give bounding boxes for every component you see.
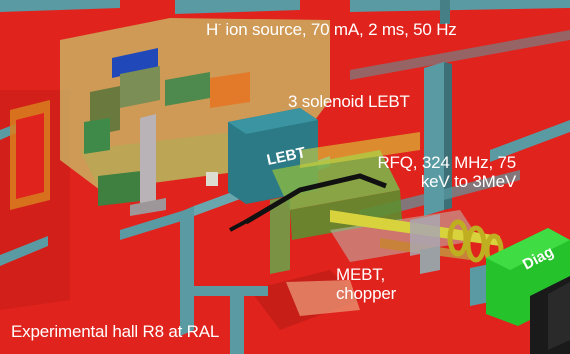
rfq-label: RFQ, 324 MHz, 75 keV to 3MeV (338, 153, 516, 191)
wall (120, 210, 185, 240)
hall-label: Experimental hall R8 at RAL (11, 322, 220, 341)
chopper-area (286, 280, 360, 316)
source-component (210, 72, 250, 108)
rfq-stand (270, 196, 290, 274)
equipment-frame-inner (16, 113, 44, 199)
mebt-component (410, 214, 440, 256)
mebt-component (420, 246, 440, 274)
wall (350, 30, 570, 80)
wall (490, 120, 570, 162)
beam-pipe (229, 212, 261, 232)
rfq-rail (300, 132, 420, 168)
mebt-label: MEBT, chopper (336, 265, 396, 303)
wall (0, 236, 48, 266)
ion-species: H (206, 20, 219, 39)
wall (0, 0, 120, 12)
lebt-box-top (228, 108, 318, 134)
rfq-label-line2: keV to 3MeV (420, 172, 516, 191)
mebt-label-line1: MEBT, (336, 265, 386, 284)
source-component (98, 170, 150, 206)
mebt-frame (330, 210, 480, 262)
support-stand (140, 114, 156, 214)
beam-pipe (244, 173, 387, 225)
wall (424, 62, 444, 216)
lebt-label: 3 solenoid LEBT (288, 92, 410, 111)
ion-charge: - (218, 19, 221, 29)
support-block (206, 172, 218, 186)
source-component (165, 72, 210, 106)
ion-source-text: ion source, 70 mA, 2 ms, 50 Hz (220, 20, 457, 39)
quad-magnet (465, 225, 487, 263)
ion-source-label: H- ion source, 70 mA, 2 ms, 50 Hz (206, 15, 457, 39)
source-component (120, 66, 160, 108)
diag-box-top (486, 228, 570, 270)
source-component (84, 118, 110, 154)
wall (190, 286, 268, 296)
wall (444, 62, 452, 210)
mebt-label-line2: chopper (336, 284, 397, 303)
support-stand-base (130, 198, 166, 216)
rfq-label-line1: RFQ, 324 MHz, 75 (377, 153, 516, 172)
wall (180, 206, 194, 336)
quad-magnet (447, 219, 469, 257)
wall (350, 0, 570, 12)
wall (230, 292, 244, 354)
wall (440, 0, 450, 24)
beam-dump-face (548, 282, 570, 350)
wall (175, 0, 300, 14)
